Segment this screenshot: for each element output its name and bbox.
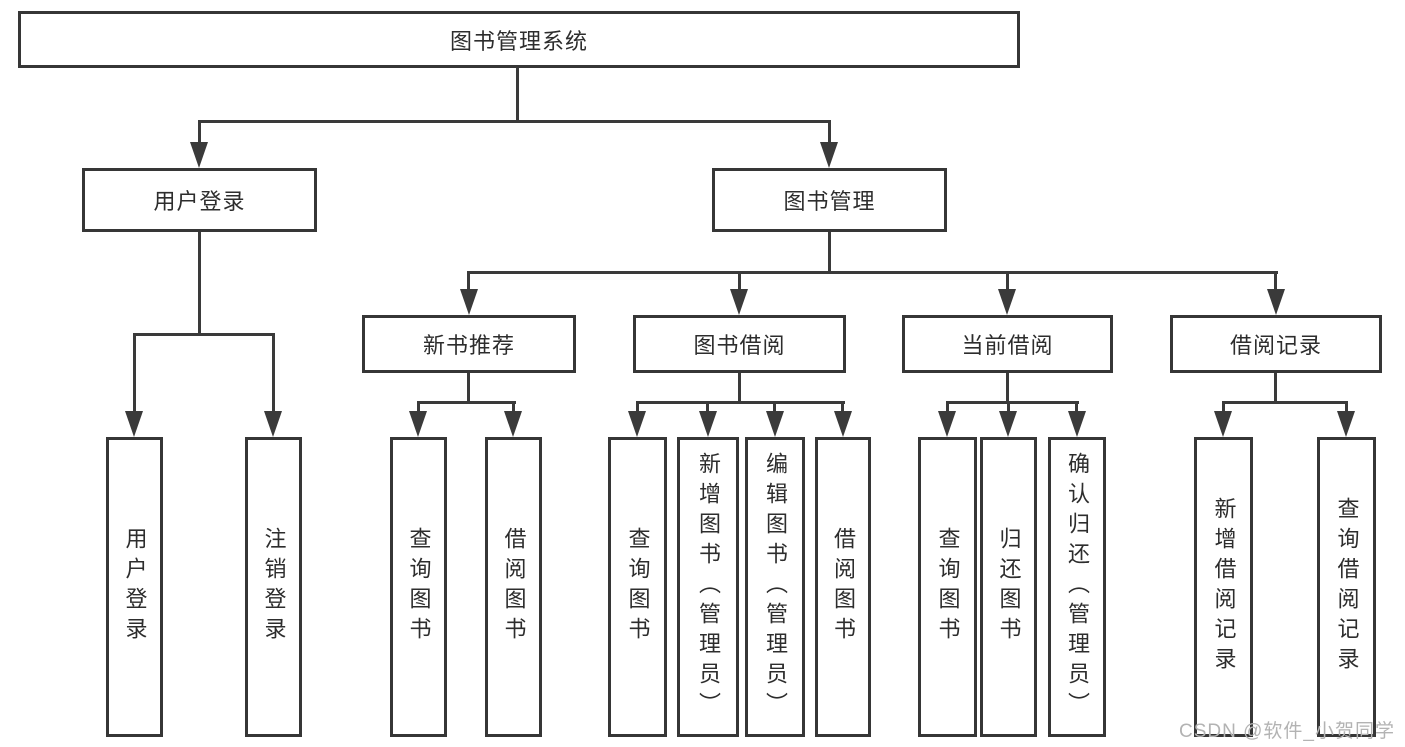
arrow-down-icon (1337, 411, 1355, 437)
connector-vline (738, 271, 741, 297)
connector-vline (828, 232, 831, 274)
connector-vline (198, 232, 201, 336)
leaf-query-books-borrowing: 查询图书 (608, 437, 667, 737)
arrow-down-icon (999, 411, 1017, 437)
leaf-edit-books-admin: 编辑图书（管理员） (745, 437, 805, 737)
leaf-confirm-return-admin: 确认归还（管理员） (1048, 437, 1106, 737)
connector-vline (636, 401, 639, 415)
connector-vline (467, 271, 470, 297)
connector-vline (1075, 401, 1078, 415)
connector-vline (512, 401, 515, 415)
leaf-query-books-recommend: 查询图书 (390, 437, 447, 737)
leaf-label: 编辑图书（管理员） (763, 452, 788, 722)
connector-vline (1274, 271, 1277, 297)
node-book-management: 图书管理 (712, 168, 947, 232)
connector-hline (636, 401, 845, 404)
arrow-down-icon (409, 411, 427, 437)
node-label: 图书管理 (783, 189, 876, 214)
leaf-borrow-books-borrowing: 借阅图书 (815, 437, 871, 737)
connector-hline (468, 271, 1278, 274)
node-borrowing-records: 借阅记录 (1170, 315, 1382, 373)
connector-vline (946, 401, 949, 415)
arrow-down-icon (730, 289, 748, 315)
node-label: 用户登录 (153, 189, 246, 214)
watermark: CSDN @软件_小贺同学 (1179, 721, 1395, 742)
arrow-down-icon (699, 411, 717, 437)
arrow-down-icon (766, 411, 784, 437)
connector-vline (1222, 401, 1225, 415)
leaf-label: 借阅图书 (831, 527, 856, 647)
leaf-label: 查询图书 (935, 527, 961, 647)
leaf-user-login: 用户登录 (106, 437, 163, 737)
connector-vline (1007, 401, 1010, 415)
connector-vline (738, 373, 741, 403)
leaf-borrow-books-recommend: 借阅图书 (485, 437, 542, 737)
connector-vline (773, 401, 776, 415)
connector-hline (1222, 401, 1348, 404)
arrow-down-icon (125, 411, 143, 437)
connector-vline (1006, 271, 1009, 297)
arrow-down-icon (1068, 411, 1086, 437)
connector-vline (516, 67, 519, 121)
leaf-query-books-current: 查询图书 (918, 437, 977, 737)
leaf-label: 查询借阅记录 (1334, 497, 1360, 677)
connector-hline (946, 401, 1079, 404)
leaf-label: 新增借阅记录 (1211, 497, 1237, 677)
connector-vline (198, 120, 201, 148)
arrow-down-icon (820, 142, 838, 168)
connector-vline (828, 120, 831, 148)
connector-hline (198, 120, 831, 123)
arrow-down-icon (264, 411, 282, 437)
arrow-down-icon (1214, 411, 1232, 437)
connector-vline (417, 401, 420, 415)
connector-vline (467, 373, 470, 403)
leaf-label: 查询图书 (406, 527, 432, 647)
connector-hline (417, 401, 516, 404)
node-user-login: 用户登录 (82, 168, 317, 232)
arrow-down-icon (504, 411, 522, 437)
connector-hline (133, 333, 275, 336)
node-book-borrowing: 图书借阅 (633, 315, 846, 373)
leaf-label: 确认归还（管理员） (1065, 452, 1090, 722)
leaf-query-borrow-record: 查询借阅记录 (1317, 437, 1376, 737)
node-label: 新书推荐 (422, 333, 515, 358)
leaf-logout: 注销登录 (245, 437, 302, 737)
leaf-label: 新增图书（管理员） (696, 452, 721, 722)
arrow-down-icon (460, 289, 478, 315)
node-label: 借阅记录 (1229, 333, 1322, 358)
arrow-down-icon (834, 411, 852, 437)
node-current-borrowing: 当前借阅 (902, 315, 1113, 373)
arrow-down-icon (1267, 289, 1285, 315)
leaf-return-books: 归还图书 (980, 437, 1037, 737)
node-label: 当前借阅 (961, 333, 1054, 358)
leaf-label: 用户登录 (122, 527, 148, 647)
connector-vline (272, 333, 275, 415)
leaf-add-books-admin: 新增图书（管理员） (677, 437, 739, 737)
connector-vline (1345, 401, 1348, 415)
connector-vline (1274, 373, 1277, 403)
node-new-book-recommend: 新书推荐 (362, 315, 576, 373)
leaf-label: 归还图书 (996, 527, 1022, 647)
arrow-down-icon (190, 142, 208, 168)
leaf-label: 借阅图书 (501, 527, 527, 647)
node-label: 图书借阅 (693, 333, 786, 358)
connector-vline (1006, 373, 1009, 403)
leaf-add-borrow-record: 新增借阅记录 (1194, 437, 1253, 737)
connector-vline (841, 401, 844, 415)
connector-vline (133, 333, 136, 415)
node-library-system: 图书管理系统 (18, 11, 1020, 68)
connector-vline (706, 401, 709, 415)
leaf-label: 注销登录 (261, 527, 287, 647)
arrow-down-icon (628, 411, 646, 437)
arrow-down-icon (938, 411, 956, 437)
leaf-label: 查询图书 (625, 527, 651, 647)
arrow-down-icon (998, 289, 1016, 315)
node-label: 图书管理系统 (449, 28, 588, 54)
